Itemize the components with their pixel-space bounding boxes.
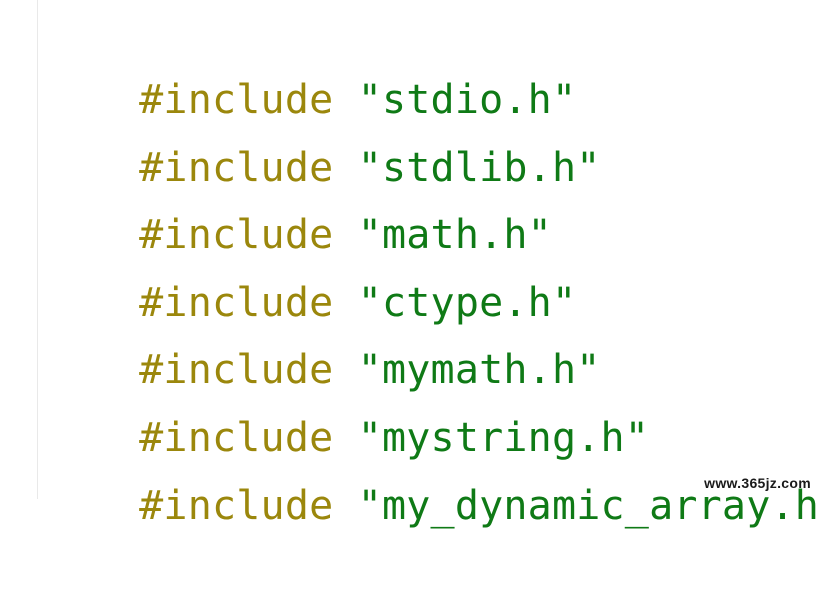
code-line-4[interactable]: #include "ctype.h" (42, 213, 812, 326)
include-directive: #include (139, 212, 334, 259)
include-directive: #include (139, 414, 334, 461)
include-directive: #include (139, 144, 334, 191)
site-watermark: www.365jz.com (704, 475, 811, 491)
header-string: "stdlib.h" (357, 144, 601, 191)
code-line-1[interactable]: #include "stdio.h" (42, 10, 812, 123)
include-directive: #include (139, 77, 334, 123)
editor-gutter-divider (37, 0, 38, 499)
header-string: "ctype.h" (357, 279, 577, 326)
header-string: "mystring.h" (357, 414, 650, 461)
include-directive: #include (139, 347, 334, 394)
code-line-3[interactable]: #include "math.h" (42, 145, 812, 258)
code-line-6[interactable]: #include "mystring.h" (42, 348, 812, 461)
header-string: "stdio.h" (357, 77, 577, 123)
code-editor[interactable]: #include "stdio.h" #include "stdlib.h" #… (42, 10, 819, 529)
include-directive: #include (139, 279, 334, 326)
code-line-5[interactable]: #include "mymath.h" (42, 280, 812, 393)
code-line-2[interactable]: #include "stdlib.h" (42, 78, 812, 191)
include-directive: #include (139, 482, 334, 529)
header-string: "mymath.h" (357, 347, 601, 394)
header-string: "math.h" (357, 212, 552, 259)
